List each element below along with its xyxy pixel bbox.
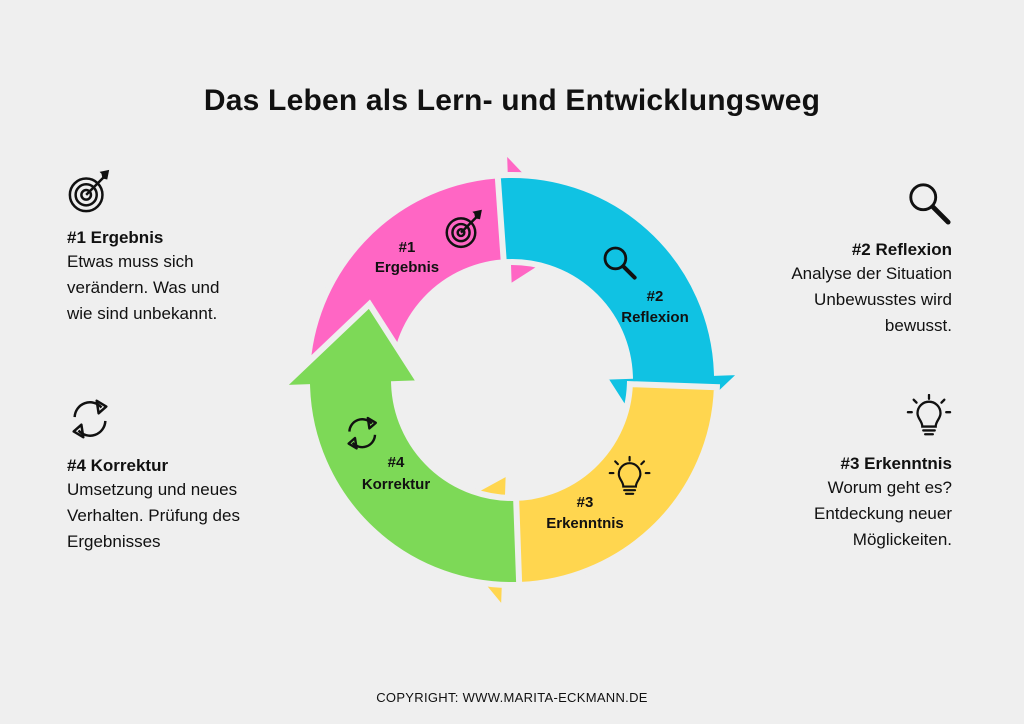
step4-description: Umsetzung und neues Verhalten. Prüfung d… [67,480,240,551]
segment4-name: Korrektur [362,476,431,493]
step1-description: Etwas muss sich verändern. Was und wie s… [67,252,220,323]
segment1-name: Ergebnis [375,259,439,276]
magnifier-icon [909,183,951,225]
step1-panel: #1 Ergebnis Etwas muss sich verändern. W… [67,168,297,327]
step1-heading: #1 Ergebnis [67,228,164,247]
step3-description: Worum geht es? Entdeckung neuer Möglicke… [814,478,952,549]
step3-panel: #3 Erkenntnis Worum geht es? Entdeckung … [722,393,953,553]
arrow-segment-korrektur [273,299,523,588]
segment3-number: #3 [577,494,594,511]
segment1-target-icon [445,209,482,249]
segment2-magnifier-icon [603,246,637,280]
refresh-arrows-icon [72,399,108,439]
step3-heading: #3 Erkenntnis [840,454,953,473]
page-title: Das Leben als Lern- und Entwicklungsweg [203,84,821,117]
lightbulb-icon [906,393,952,436]
segment3-name: Erkenntnis [546,515,624,532]
segment4-number: #4 [388,454,405,471]
step4-heading: #4 Korrektur [67,456,169,475]
step2-panel: #2 Reflexion Analyse der Situation Unbew… [722,180,952,339]
step2-heading: #2 Reflexion [851,240,952,259]
step2-description: Analyse der Situation Unbewusstes wird b… [791,264,952,335]
segment2-number: #2 [647,288,664,305]
segment2-name: Reflexion [621,309,689,326]
segment4-refresh-arrows-icon [347,416,378,450]
cycle-arrows [273,141,751,619]
step4-panel: #4 Korrektur Umsetzung und neues Verhalt… [67,396,297,555]
segment1-number: #1 [399,239,416,256]
target-icon [68,169,110,213]
copyright-footer: COPYRIGHT: WWW.MARITA-ECKMANN.DE [376,690,648,705]
segment3-lightbulb-icon [608,455,651,495]
